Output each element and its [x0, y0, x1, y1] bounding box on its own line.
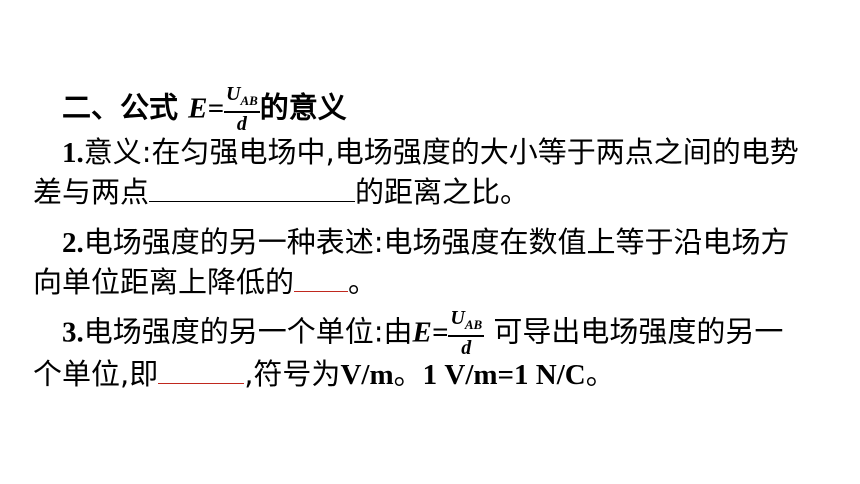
formula-denominator: d: [461, 337, 472, 359]
answer-blank[interactable]: [294, 263, 349, 292]
formula-equals: =: [431, 316, 449, 349]
paragraph-text: 向单位距离上降低的: [33, 265, 295, 299]
paragraph-1-line-2: 差与两点 的距离之比。: [33, 172, 529, 212]
paragraph-text: 差与两点: [33, 175, 150, 209]
paragraph-3-line-2: 个单位,即,符号为V/m。1 V/m=1 N/C。: [33, 354, 615, 395]
paragraph-text: 意义:在匀强电场中,电场强度的大小等于两点之间的电势: [83, 135, 799, 169]
answer-blank[interactable]: [158, 355, 245, 384]
paragraph-text: 。: [348, 265, 378, 299]
formula-equals: =: [207, 92, 224, 125]
paragraph-2-line-1: 2.电场强度的另一种表述:电场强度在数值上等于沿电场方: [62, 222, 790, 263]
paragraph-text: 的距离之比。: [355, 175, 530, 209]
item-number: 3.: [62, 316, 84, 349]
paragraph-2-line-2: 向单位距离上降低的 。: [33, 262, 377, 302]
paragraph-text: 个单位,即: [33, 357, 159, 391]
paragraph-1-line-1: 1.意义:在匀强电场中,电场强度的大小等于两点之间的电势: [62, 132, 799, 173]
formula-numerator: U: [226, 83, 241, 105]
formula-numerator: U: [450, 307, 465, 329]
item-number: 1.: [62, 137, 84, 169]
unit-equation: 1 V/m=1 N/C: [422, 359, 586, 391]
formula-fraction: UAB d: [448, 307, 485, 359]
formula-E: E: [188, 92, 208, 125]
heading-suffix: 的意义: [259, 90, 347, 125]
formula-fraction: UAB d: [224, 84, 260, 135]
paragraph-text: 电场强度的另一个单位:由: [83, 314, 413, 349]
paragraph-text: 。: [393, 357, 423, 391]
heading-prefix: 二、公式: [62, 90, 179, 125]
formula-subscript: AB: [464, 317, 483, 332]
formula-E: E: [412, 316, 432, 349]
paragraph-text: ,符号为: [244, 357, 341, 391]
section-heading: 二、公式 E=UAB d 的意义: [62, 84, 347, 135]
formula-subscript: AB: [240, 93, 258, 108]
item-number: 2.: [62, 227, 84, 259]
paragraph-text: 电场强度的另一种表述:电场强度在数值上等于沿电场方: [83, 225, 790, 259]
paragraph-text: 可导出电场强度的另一: [493, 314, 784, 349]
answer-blank[interactable]: [149, 173, 356, 202]
formula-denominator: d: [236, 113, 247, 135]
unit-symbol: V/m: [340, 359, 394, 391]
paragraph-text: 。: [585, 357, 615, 391]
paragraph-3-line-1: 3.电场强度的另一个单位:由E=UAB d 可导出电场强度的另一: [62, 308, 783, 359]
